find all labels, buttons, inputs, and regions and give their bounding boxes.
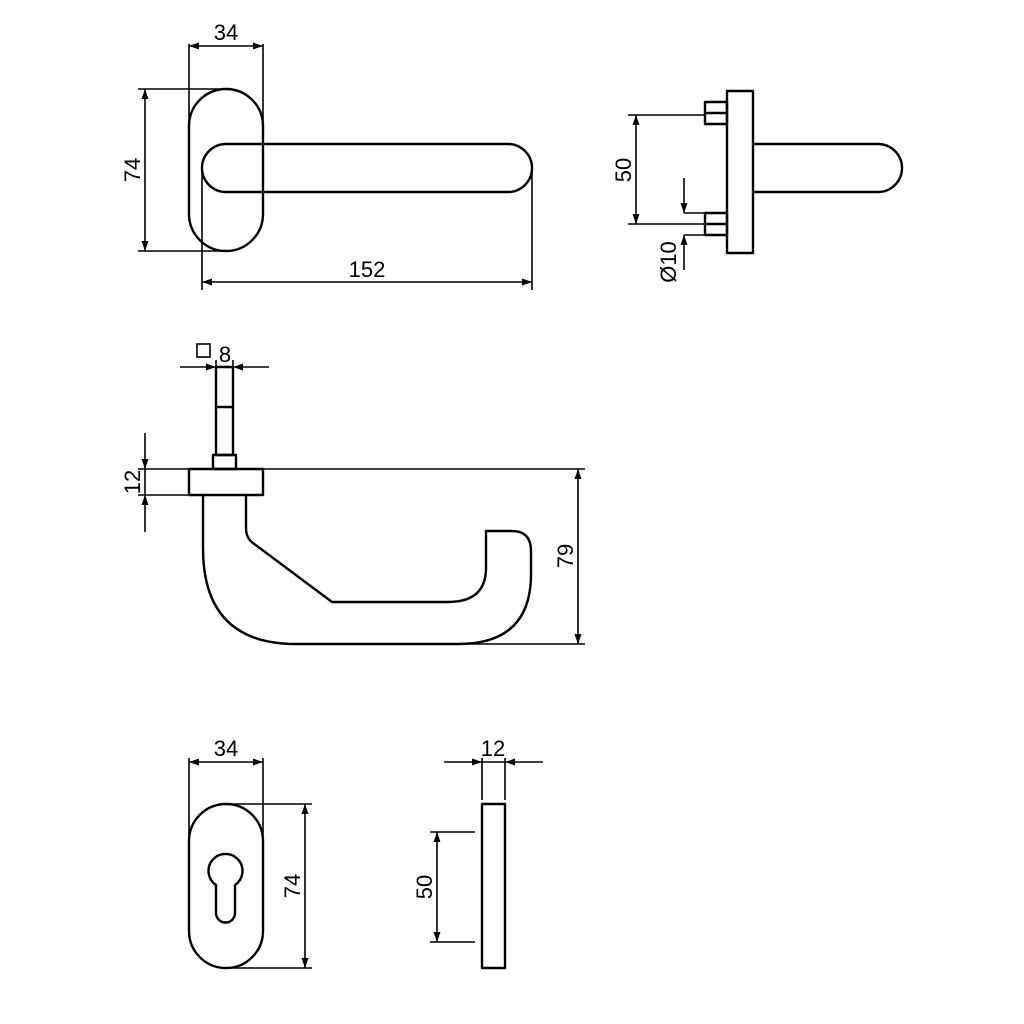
lever-side-view: 50 Ø10: [611, 89, 904, 283]
lever-width-label: 34: [214, 20, 238, 45]
side-rose-plate: [725, 89, 755, 255]
lever-arm-outline: [200, 142, 534, 194]
top-rose-flange: [187, 467, 265, 497]
square-spindle: [214, 365, 235, 457]
square-symbol-icon: [196, 343, 211, 358]
lever-front-view: 34 74 152: [120, 20, 534, 290]
pin-spacing-label: 50: [611, 158, 636, 182]
projection-label: 79: [553, 544, 578, 568]
side-handle-stub: [751, 142, 904, 194]
spindle-size-label: 8: [219, 342, 231, 367]
escutcheon-width-label: 34: [214, 736, 238, 761]
escutcheon-side-view: 12 50: [412, 736, 543, 970]
escutcheon-front-view: 34 74: [187, 736, 312, 970]
keyhole-cutout: [207, 852, 244, 924]
rose-thickness-label: 12: [120, 470, 145, 494]
escutcheon-pin-spacing-label: 50: [412, 875, 437, 899]
lever-top-view: 8 12 79: [120, 342, 585, 646]
lever-length-label: 152: [349, 257, 386, 282]
lever-rose-outline: [187, 87, 265, 253]
u-lever-outline: [201, 493, 533, 646]
spindle-collar: [211, 453, 238, 471]
pin-diameter-label: Ø10: [656, 241, 681, 283]
lever-height-label: 74: [120, 158, 145, 182]
escutcheon-height-label: 74: [280, 874, 305, 898]
escutcheon-side-plate: [480, 802, 507, 970]
escutcheon-thickness-label: 12: [481, 736, 505, 761]
escutcheon-outline: [187, 802, 265, 970]
